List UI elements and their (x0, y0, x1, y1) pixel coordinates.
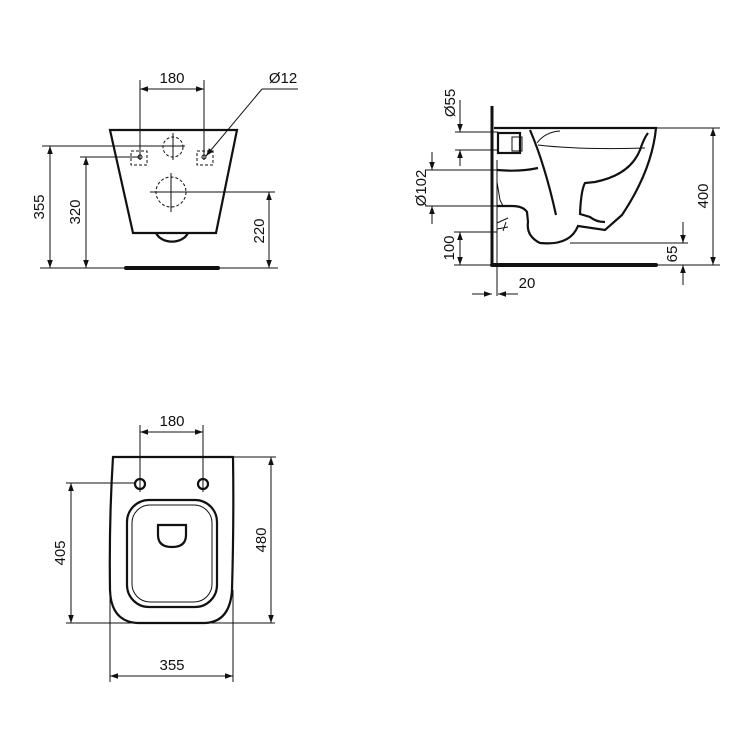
flush-arc (536, 130, 561, 144)
water-line (537, 144, 646, 150)
front-view: 180 Ø12 355 320 220 (31, 70, 298, 270)
fixing-left-square-icon (130, 150, 148, 166)
leader-arrow (205, 88, 263, 157)
dim-label-front-220: 220 (251, 218, 268, 243)
outlet-socket (496, 181, 504, 207)
top-view: 180 405 480 355 (52, 413, 276, 682)
dim-label-side-400: 400 (695, 183, 712, 208)
fixing-right-square-icon (196, 150, 214, 166)
dim-label-front-355: 355 (31, 194, 48, 219)
seat-lid-handle (156, 523, 188, 549)
dim-label-side-100: 100 (441, 235, 458, 260)
dim-label-side-65: 65 (664, 246, 681, 263)
bowl-outer-profile (494, 126, 658, 245)
dim-label-front-180: 180 (159, 70, 184, 87)
seat-inner (131, 504, 213, 603)
trap-line (528, 129, 558, 216)
top-view-outline (108, 455, 235, 625)
dim-label-top-480: 480 (253, 527, 270, 552)
dim-label-top-180: 180 (159, 413, 184, 430)
inlet-fitting-nut (511, 136, 523, 152)
side-view: Ø55 Ø102 100 400 65 20 (413, 89, 720, 297)
fixing-bracket (496, 217, 509, 232)
outlet-top-line (496, 166, 539, 172)
dim-label-side-o102: Ø102 (413, 170, 430, 207)
inlet-fitting (496, 131, 522, 155)
front-view-outlet-arc (155, 232, 189, 243)
seat-outer (125, 498, 219, 609)
dim-label-side-20: 20 (519, 275, 536, 292)
dim-label-side-o55: Ø55 (442, 89, 459, 117)
dim-label-top-355: 355 (159, 657, 184, 674)
front-view-outline (108, 128, 239, 235)
dim-label-front-o12: Ø12 (269, 70, 297, 87)
bowl-inner-profile (578, 132, 649, 224)
dim-label-top-405: 405 (52, 540, 69, 565)
dim-label-front-320: 320 (67, 199, 84, 224)
